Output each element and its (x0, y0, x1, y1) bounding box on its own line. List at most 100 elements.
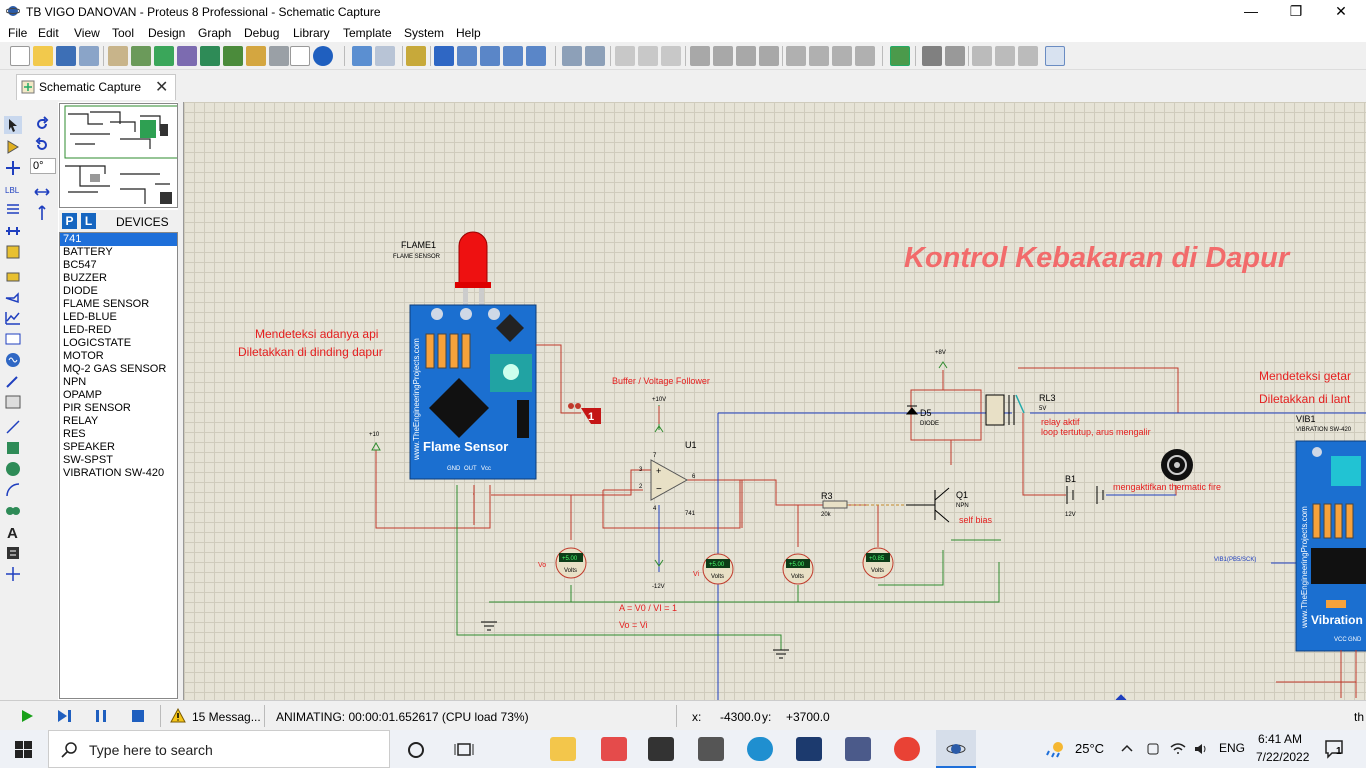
windows-start-icon[interactable] (15, 741, 32, 758)
device-item-741[interactable]: 741 (60, 233, 177, 246)
menu-file[interactable]: File (8, 26, 28, 40)
tab-schematic-capture[interactable]: Schematic Capture ✕ (16, 74, 176, 100)
panel-splitter[interactable] (178, 102, 183, 700)
2d-marker-icon[interactable] (4, 565, 22, 583)
weather-icon[interactable] (1044, 740, 1066, 760)
device-item-mq2-gas-sensor[interactable]: MQ-2 GAS SENSOR (63, 363, 167, 375)
menu-template[interactable]: Template (343, 26, 392, 40)
rotate-anticlockwise-icon[interactable] (34, 137, 50, 153)
property-assignment-icon[interactable] (945, 46, 965, 66)
refresh-icon[interactable] (352, 46, 372, 66)
mirror-x-icon[interactable] (34, 184, 50, 200)
maximize-button[interactable]: ❐ (1289, 3, 1303, 19)
menu-help[interactable]: Help (456, 26, 481, 40)
block-copy-icon[interactable] (690, 46, 710, 66)
menu-system[interactable]: System (404, 26, 445, 40)
close-button[interactable]: ✕ (1335, 3, 1347, 19)
devices-list[interactable]: 741 BATTERY BC547 BUZZER DIODE FLAME SEN… (59, 232, 178, 699)
device-item-vibration-sw420[interactable]: VIBRATION SW-420 (63, 467, 165, 479)
chrome-icon[interactable] (894, 737, 920, 761)
device-item-motor[interactable]: MOTOR (63, 350, 104, 362)
device-item-buzzer[interactable]: BUZZER (63, 272, 107, 284)
taskbar-search-box[interactable]: Type here to search (48, 730, 390, 768)
device-item-flame-sensor[interactable]: FLAME SENSOR (63, 298, 150, 310)
device-item-res[interactable]: RES (63, 428, 86, 440)
volume-icon[interactable] (1193, 741, 1209, 757)
undo-icon[interactable] (562, 46, 582, 66)
decompose-icon[interactable] (855, 46, 875, 66)
menu-edit[interactable]: Edit (38, 26, 59, 40)
pan-icon[interactable] (434, 46, 454, 66)
sub-circuit-icon[interactable] (4, 243, 22, 261)
chevron-up-icon[interactable] (1120, 743, 1134, 753)
open-folder-icon[interactable] (33, 46, 53, 66)
tab-close-icon[interactable]: ✕ (155, 79, 169, 96)
clock-date[interactable]: 7/22/2022 (1256, 750, 1310, 764)
device-item-relay[interactable]: RELAY (63, 415, 99, 427)
device-item-sw-spst[interactable]: SW-SPST (63, 454, 113, 466)
paste-icon[interactable] (661, 46, 681, 66)
edge-browser-icon[interactable] (747, 737, 773, 761)
source-code-icon[interactable] (269, 46, 289, 66)
play-icon[interactable] (20, 709, 34, 723)
generator-mode-icon[interactable] (4, 351, 22, 369)
device-item-led-blue[interactable]: LED-BLUE (63, 311, 117, 323)
grid-icon[interactable] (375, 46, 395, 66)
zoom-out-icon[interactable] (480, 46, 500, 66)
device-item-logicstate[interactable]: LOGICSTATE (63, 337, 132, 349)
save-icon[interactable] (56, 46, 76, 66)
text-script-icon[interactable] (4, 201, 22, 219)
remove-sheet-icon[interactable] (995, 46, 1015, 66)
menu-design[interactable]: Design (148, 26, 186, 40)
import-icon[interactable] (79, 46, 99, 66)
device-item-battery[interactable]: BATTERY (63, 246, 113, 258)
menu-library[interactable]: Library (293, 26, 330, 40)
schematic-icon[interactable] (131, 46, 151, 66)
device-item-opamp[interactable]: OPAMP (63, 389, 102, 401)
gerber-icon[interactable] (200, 46, 220, 66)
terminals-icon[interactable] (4, 268, 22, 286)
netlist-icon[interactable] (1045, 46, 1065, 66)
device-item-speaker[interactable]: SPEAKER (63, 441, 115, 453)
make-device-icon[interactable] (809, 46, 829, 66)
block-move-icon[interactable] (713, 46, 733, 66)
virtual-instrument-icon[interactable] (4, 393, 22, 411)
device-item-bc547[interactable]: BC547 (63, 259, 97, 271)
wifi-icon[interactable] (1169, 741, 1187, 757)
pick-device-icon[interactable] (786, 46, 806, 66)
junction-dot-icon[interactable] (4, 159, 22, 177)
cortana-icon[interactable] (406, 740, 426, 760)
package-tool-icon[interactable] (832, 46, 852, 66)
2d-symbol-icon[interactable] (4, 544, 22, 562)
messages-count[interactable]: 15 Messag... (192, 710, 261, 724)
step-icon[interactable] (57, 709, 73, 723)
notification-icon[interactable] (1324, 739, 1346, 759)
device-item-diode[interactable]: DIODE (63, 285, 98, 297)
2d-path-icon[interactable] (4, 502, 22, 520)
rotate-clockwise-icon[interactable] (34, 116, 50, 132)
minimize-button[interactable]: — (1244, 3, 1258, 19)
bom-icon[interactable] (246, 46, 266, 66)
graph-mode-icon[interactable] (4, 309, 22, 327)
wire-label-icon[interactable]: LBL (4, 180, 22, 198)
device-pins-icon[interactable] (4, 289, 22, 307)
block-rotate-icon[interactable] (736, 46, 756, 66)
new-file-icon[interactable] (10, 46, 30, 66)
help-icon[interactable] (313, 46, 333, 66)
2d-box-icon[interactable] (4, 439, 22, 457)
search-icon[interactable] (922, 46, 942, 66)
zoom-area-icon[interactable] (526, 46, 546, 66)
pause-icon[interactable] (94, 709, 108, 723)
meet-now-icon[interactable] (1145, 741, 1161, 757)
device-item-pir-sensor[interactable]: PIR SENSOR (63, 402, 131, 414)
zoom-in-icon[interactable] (457, 46, 477, 66)
design-explorer-icon[interactable] (223, 46, 243, 66)
zoom-all-icon[interactable] (503, 46, 523, 66)
probe-mode-icon[interactable] (4, 372, 22, 390)
menu-debug[interactable]: Debug (244, 26, 280, 40)
proteus-taskbar-icon[interactable] (936, 730, 976, 768)
mail-icon[interactable] (698, 737, 724, 761)
cut-icon[interactable] (615, 46, 635, 66)
file-explorer-icon[interactable] (550, 737, 576, 761)
stop-icon[interactable] (131, 709, 145, 723)
